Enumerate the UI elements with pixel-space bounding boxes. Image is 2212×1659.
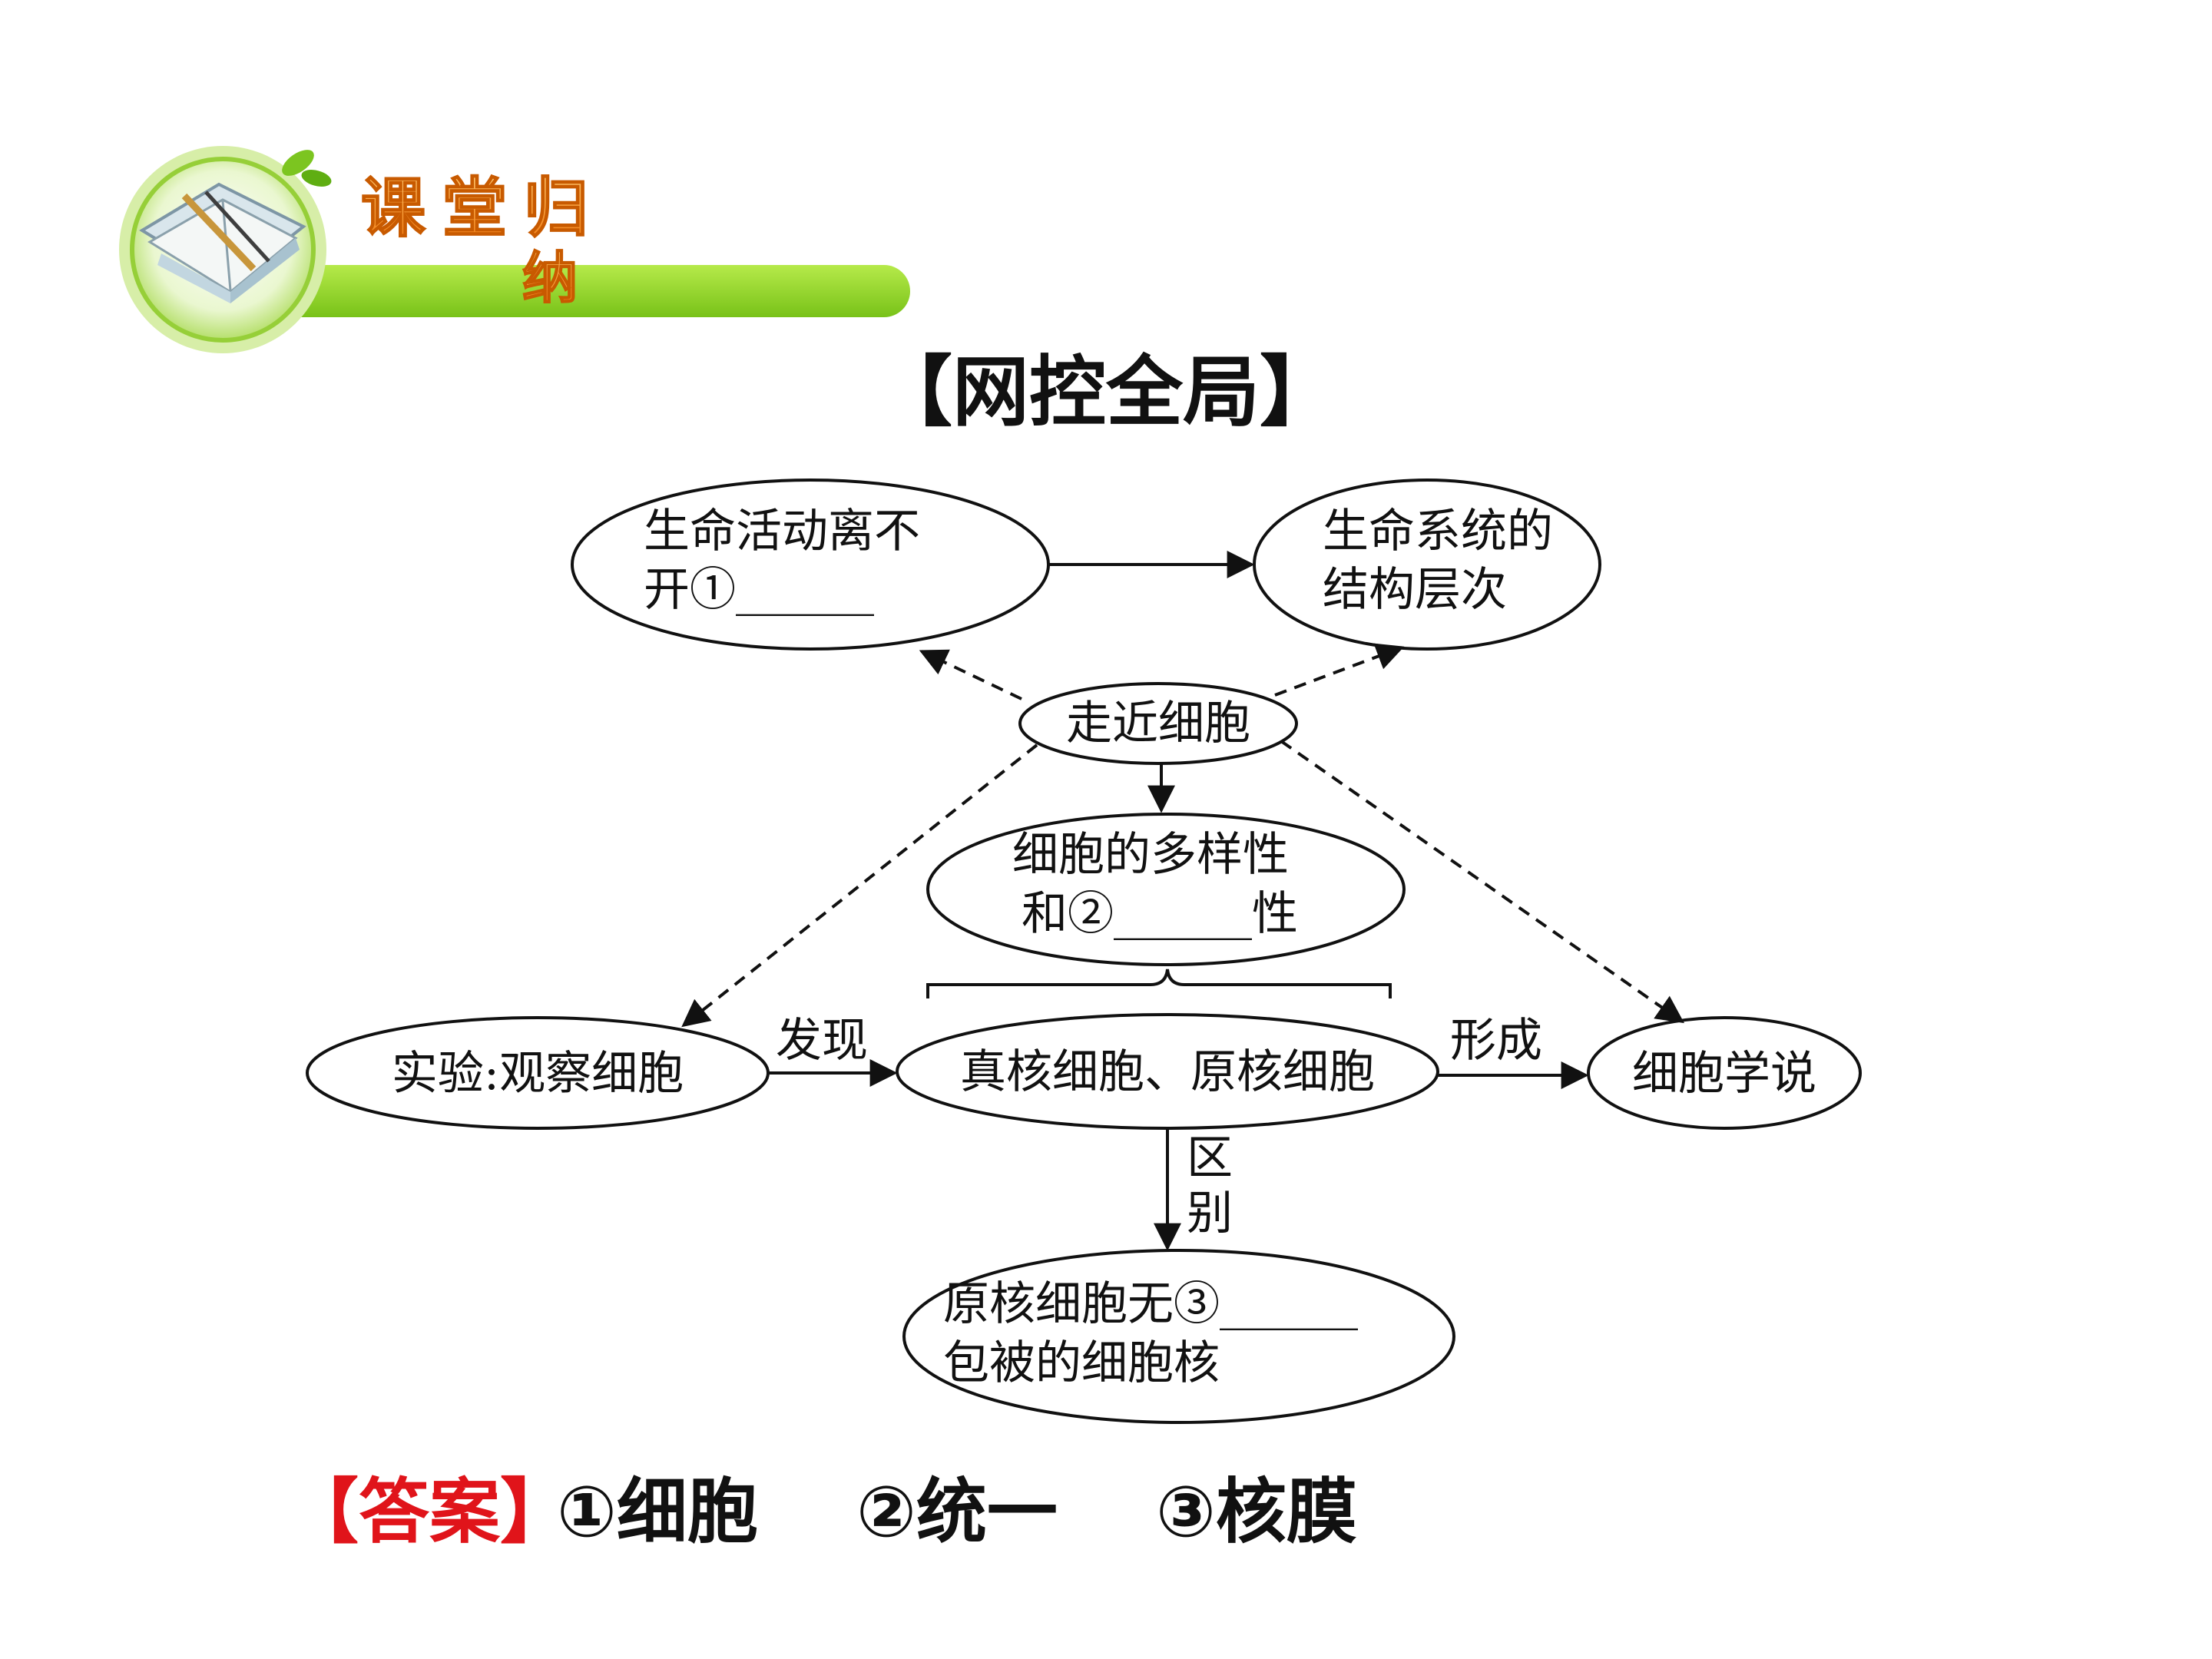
edge-label-form: 形成 <box>1450 1014 1542 1068</box>
label-diversity-line2: 和②______性 <box>1022 887 1298 941</box>
label-life-system-line2: 结构层次 <box>1323 563 1507 617</box>
edge-label-difference-2: 别 <box>1187 1187 1233 1240</box>
label-life-activity-line2: 开①______ <box>644 563 874 617</box>
label-experiment: 实验:观察细胞 <box>392 1047 684 1101</box>
answer-label: 【答案】 <box>288 1471 571 1553</box>
label-life-system-line1: 生命系统的 <box>1323 505 1553 558</box>
label-prokaryote-line1: 原核细胞无③______ <box>943 1277 1358 1331</box>
edge-approach-to-experiment <box>681 743 1038 1028</box>
label-cell-theory: 细胞学说 <box>1632 1047 1816 1101</box>
answer-item-3: ③核膜 <box>1156 1471 1357 1553</box>
banner-bar <box>230 265 910 317</box>
label-eu-pro: 真核细胞、原核细胞 <box>960 1045 1375 1099</box>
label-prokaryote-line2: 包被的细胞核 <box>943 1336 1220 1390</box>
page-title-continued: 纳 <box>522 246 578 310</box>
edge-label-difference-1: 区 <box>1187 1131 1233 1185</box>
leaf-icon <box>282 150 332 187</box>
node-approach-cell <box>1018 682 1298 765</box>
answer-item-2: ②统一 <box>856 1471 1058 1553</box>
edge-approach-to-system <box>1274 643 1405 697</box>
dashed-edges <box>681 643 1684 1028</box>
brace <box>926 969 1392 998</box>
book-icon <box>139 182 306 303</box>
header-banner: 课堂归 纳 <box>119 146 910 353</box>
edge-label-discover: 发现 <box>776 1014 868 1068</box>
edge-approach-to-theory <box>1280 740 1684 1024</box>
label-approach-cell: 走近细胞 <box>1066 697 1250 750</box>
edge-approach-to-life <box>919 649 1022 700</box>
label-life-activity-line1: 生命活动离不 <box>644 505 920 558</box>
section-subtitle: 【网控全局】 <box>876 347 1336 437</box>
concept-map <box>306 478 1862 1424</box>
page-title: 课堂归 <box>361 171 605 246</box>
label-diversity-line1: 细胞的多样性 <box>1012 828 1289 882</box>
answer-item-1: ①细胞 <box>557 1471 758 1553</box>
node-diversity <box>926 813 1406 966</box>
